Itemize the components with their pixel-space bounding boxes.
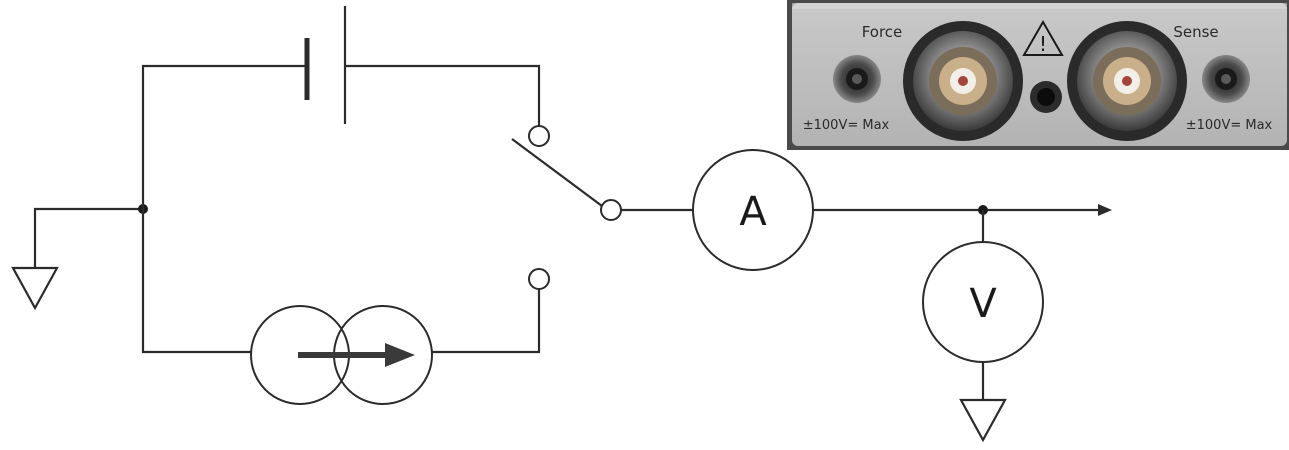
- instrument-panel-photo: Force ±100V= Max ! Sense: [787, 0, 1289, 150]
- force-label: Force: [862, 23, 903, 41]
- force-bnc-connector: [903, 21, 1023, 141]
- right-ground-symbol: [959, 398, 1007, 443]
- output-line: A: [621, 149, 1112, 271]
- center-chassis-jack: [1030, 81, 1062, 113]
- switch-blade: [511, 138, 603, 207]
- force-voltage-rating: ±100V= Max: [803, 118, 890, 133]
- voltmeter-branch: V: [922, 210, 1044, 443]
- sense-label: Sense: [1173, 23, 1218, 41]
- voltmeter-label: V: [969, 281, 997, 327]
- force-banana-jack: [833, 55, 881, 103]
- sense-voltage-rating: ±100V= Max: [1186, 118, 1273, 133]
- output-arrow-head: [1098, 204, 1112, 216]
- voltage-source-branch: [141, 6, 541, 209]
- sense-banana-jack: [1202, 55, 1250, 103]
- switch-terminal-bottom: [528, 268, 550, 290]
- switch-pivot-terminal: [600, 199, 622, 221]
- current-source-branch: [141, 209, 541, 405]
- ammeter-label: A: [739, 189, 767, 235]
- warning-triangle-icon: !: [1022, 19, 1064, 56]
- svg-text:!: !: [1039, 32, 1047, 56]
- sense-bnc-connector: [1067, 21, 1187, 141]
- selector-switch: [511, 125, 622, 290]
- switch-terminal-top: [528, 125, 550, 147]
- left-ground-symbol: [11, 207, 143, 311]
- current-source-arrow-head: [385, 343, 415, 367]
